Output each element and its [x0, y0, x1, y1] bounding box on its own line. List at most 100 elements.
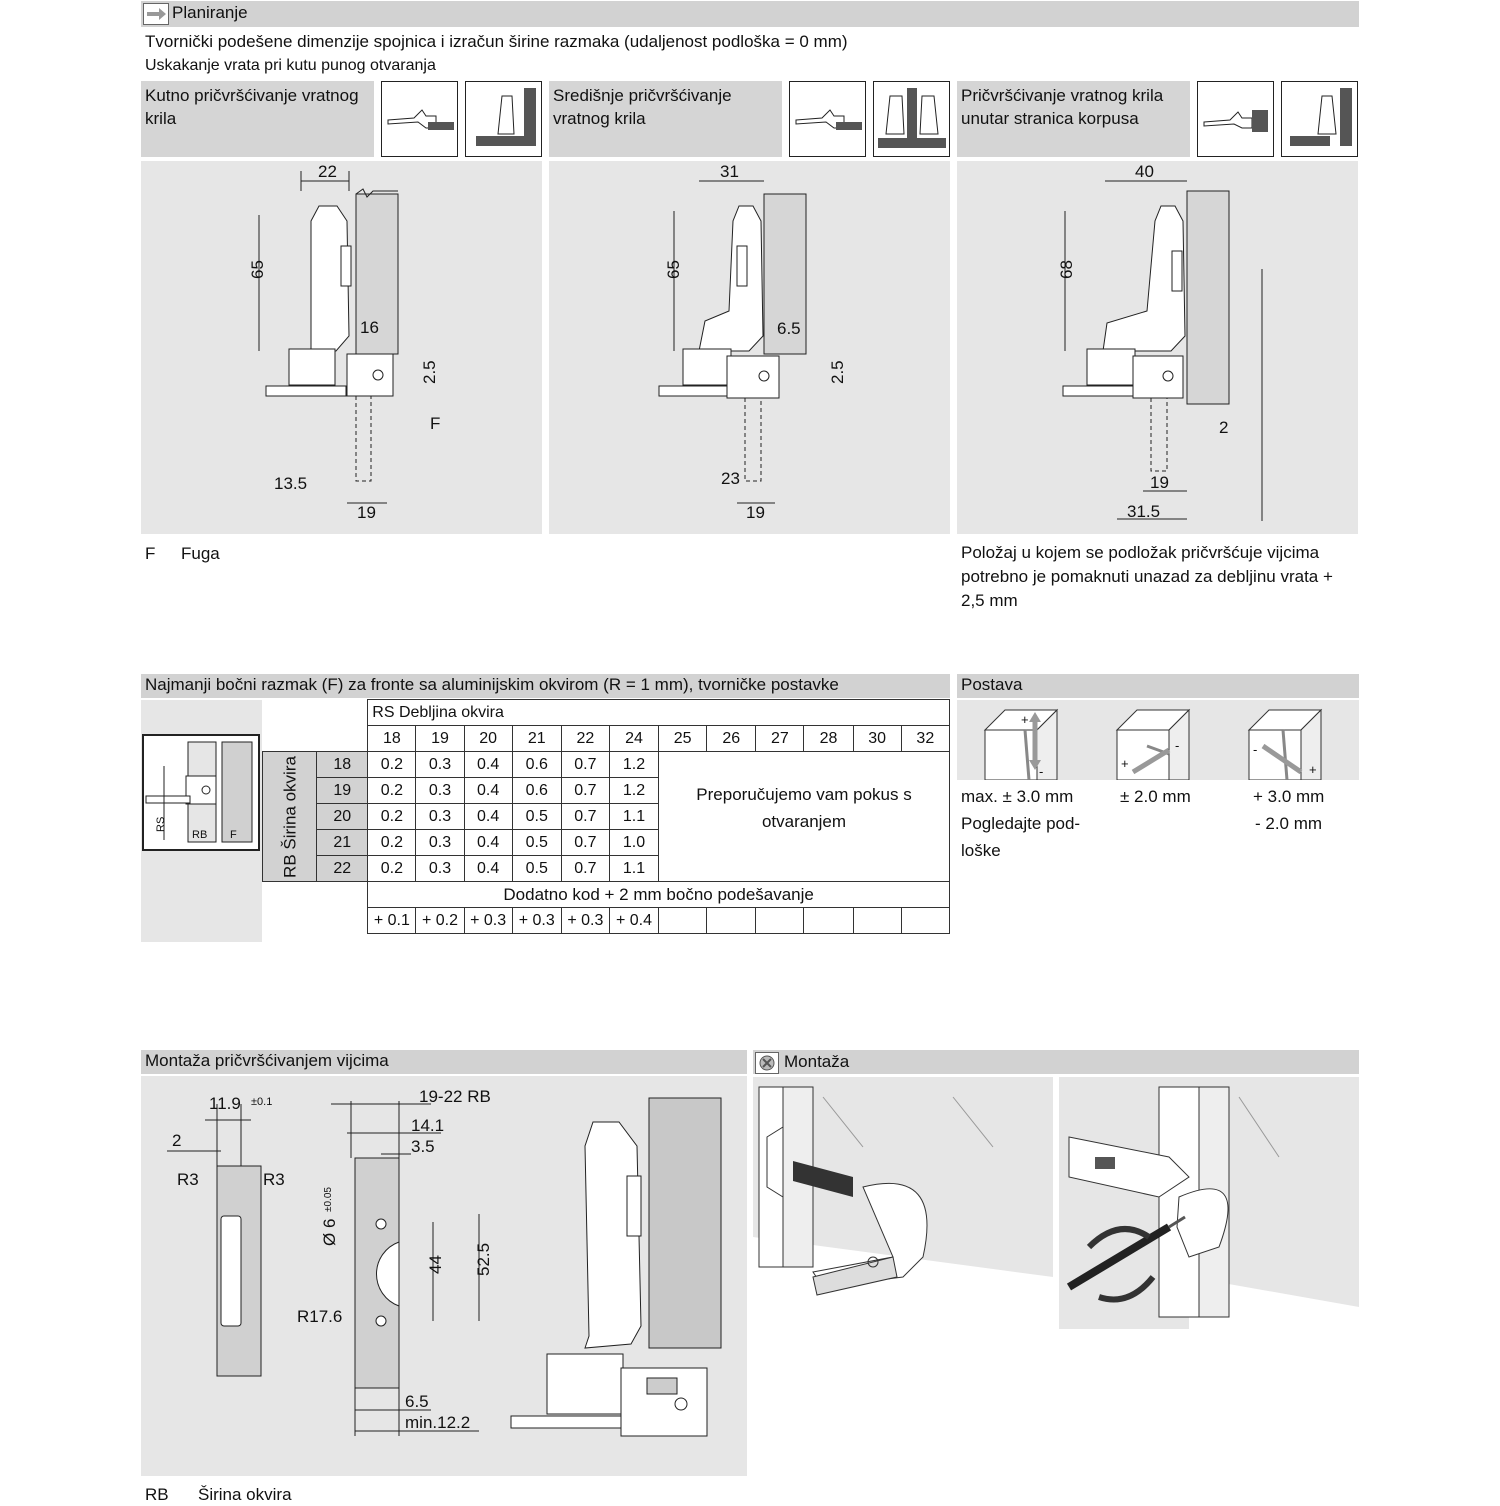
montage-step-1: [753, 1077, 1053, 1329]
table-cell: 0.2: [367, 803, 417, 830]
profile-diagram: RS RB F: [142, 734, 260, 851]
table-cell: 0.3: [415, 803, 465, 830]
rs-value: 32: [900, 725, 951, 752]
screwdriver-icon: [755, 1052, 779, 1074]
sign-minus: -: [1253, 742, 1257, 757]
table-cell: 0.7: [560, 803, 610, 830]
table-cell: 0.6: [511, 751, 562, 778]
drawing-panel-1: 22 65 16 2.5 F 13.5 19: [141, 161, 542, 534]
legend-key-f: F: [145, 544, 156, 563]
table-cell: 0.3: [415, 855, 465, 882]
table-cell: 1.2: [608, 751, 660, 778]
setup-title: Postava: [957, 674, 1359, 698]
table-cell: 1.1: [608, 855, 660, 882]
setup-side-text: ± 2.0 mm: [1120, 787, 1191, 806]
mounting-screws-title: Montaža pričvršćivanjem vijcima: [141, 1050, 747, 1074]
table-cell: 0.2: [367, 777, 417, 804]
legend-text-f: Fuga: [181, 544, 220, 563]
dim-r3-right: R3: [263, 1170, 285, 1189]
table-title: Najmanji bočni razmak (F) za fronte sa a…: [141, 674, 950, 698]
sign-plus: +: [1121, 756, 1129, 771]
dim-b-3: 31.5: [1127, 502, 1160, 521]
overlay-icon-1: [381, 81, 458, 157]
table-cell: 0.4: [463, 855, 513, 882]
table-cell: 0.2: [367, 829, 417, 856]
side-adjust-illustration: + -: [1115, 708, 1191, 781]
legend-text-rb: Širina okvira: [198, 1485, 292, 1504]
dim-top-3: 40: [1135, 162, 1154, 181]
table-cell: 0.7: [560, 751, 610, 778]
extra-value: + 0.2: [415, 907, 465, 934]
dim-offset-2: 2.5: [828, 360, 847, 384]
rb-header-cell: RB Širina okvira: [261, 751, 318, 882]
sign-minus: -: [1175, 738, 1179, 753]
dim-height-3: 68: [1057, 260, 1076, 279]
montage-step-2: [1059, 1077, 1359, 1329]
table-cell: 0.4: [463, 829, 513, 856]
dim-a-3: 19: [1150, 473, 1169, 492]
table-cell: 1.2: [608, 777, 660, 804]
sign-plus: +: [1309, 762, 1317, 777]
dim-gap-2: 6.5: [777, 319, 801, 338]
table-cell: 0.7: [560, 829, 610, 856]
extra-header: Dodatno kod + 2 mm bočno podešavanje: [367, 881, 950, 908]
legend-key-rb: RB: [145, 1485, 169, 1504]
extra-value: + 0.3: [511, 907, 562, 934]
rs-value: 22: [560, 725, 610, 752]
screw-fixing-illustration: [1059, 1077, 1359, 1329]
rs-value: 24: [608, 725, 660, 752]
setup-panel: + - + - - +: [957, 700, 1359, 781]
rb-value: 19: [316, 777, 369, 804]
table-diagram-panel: RS RB F: [141, 700, 262, 942]
setup-depth-line: loške: [961, 841, 1001, 860]
planning-title: Planiranje: [172, 3, 248, 22]
table-cell: 0.4: [463, 751, 513, 778]
dim-top-1: 22: [318, 162, 337, 181]
table-cell: 0.7: [560, 777, 610, 804]
table-cell: 0.3: [415, 829, 465, 856]
recommend-text: Preporučujemo vam pokus s otvaranjem: [696, 785, 912, 831]
planning-note: Položaj u kojem se podložak pričvršćuje …: [961, 543, 1333, 610]
setup-depth-line: Pogledajte pod-: [961, 814, 1081, 833]
drawing-panel-3: 40 68 2 19 31.5: [957, 161, 1358, 534]
rs-value: 28: [803, 725, 854, 752]
table-cell: 0.4: [463, 803, 513, 830]
table-cell: 1.1: [608, 803, 660, 830]
sign-plus: +: [1021, 712, 1029, 727]
dim-a-1: 13.5: [274, 474, 307, 493]
col3-label: Pričvršćivanje vratnog krila unutar stra…: [957, 81, 1190, 157]
table-cell: 0.2: [367, 855, 417, 882]
montage-header: Montaža: [753, 1050, 1359, 1074]
col2-label: Središnje pričvršćivanje vratnog krila: [549, 81, 782, 157]
rs-value: 25: [658, 725, 708, 752]
table-cell: 1.0: [608, 829, 660, 856]
hinge-halfoverlay-drawing: 31 65 6.5 2.5 23 19: [658, 162, 847, 522]
dim-65: 6.5: [405, 1392, 429, 1411]
planning-subtitle: Tvornički podešene dimenzije spojnica i …: [145, 32, 848, 51]
dim-35: 3.5: [411, 1137, 435, 1156]
mounting-screws-panel: 11.9 ±0.1 2 R3 R3 19-22 RB 14.1 3.5 Ø 6 …: [141, 1076, 747, 1476]
rs-value: 27: [755, 725, 805, 752]
table-cell: 0.5: [511, 829, 562, 856]
extra-value: + 0.4: [608, 907, 660, 934]
rb-value: 18: [316, 751, 369, 778]
rb-value: 21: [316, 829, 369, 856]
dim-gap-3: 2: [1219, 418, 1228, 437]
overlay-icon-2: [465, 81, 542, 157]
rs-value: 18: [367, 725, 417, 752]
table-cell: 0.5: [511, 803, 562, 830]
montage-title: Montaža: [784, 1052, 850, 1071]
dim-rb: 19-22 RB: [419, 1087, 491, 1106]
rs-value: 21: [511, 725, 562, 752]
rb-value: 22: [316, 855, 369, 882]
dim-height-1: 65: [248, 260, 267, 279]
dim-r176: R17.6: [297, 1307, 342, 1326]
dim-141: 14.1: [411, 1116, 444, 1135]
dim-525: 52.5: [474, 1243, 493, 1276]
rs-value: 20: [463, 725, 513, 752]
dim-two: 2: [172, 1131, 181, 1150]
table-cell: 0.5: [511, 855, 562, 882]
extra-value: + 0.3: [463, 907, 513, 934]
mounting-dimension-drawing: 11.9 ±0.1 2 R3 R3 19-22 RB 14.1 3.5 Ø 6 …: [167, 1087, 722, 1437]
dim-gap-1: 16: [360, 318, 379, 337]
